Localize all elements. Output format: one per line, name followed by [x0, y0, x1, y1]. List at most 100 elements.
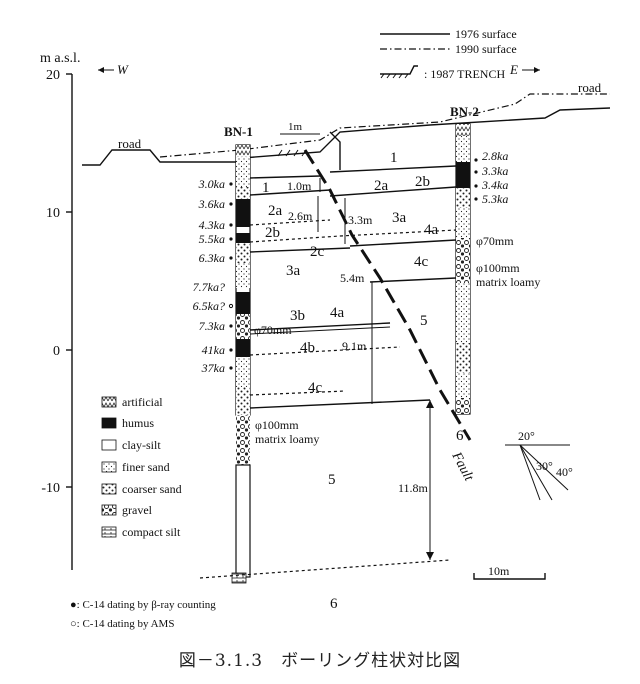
age-label: 5.3ka: [482, 192, 508, 206]
scale-bar: 10m: [473, 564, 546, 580]
note-phi100-left: φ100mm: [255, 418, 299, 432]
unit-4b: 4b: [300, 340, 315, 356]
dating-note-ams: ○: C-14 dating by AMS: [70, 618, 174, 630]
east-label: E: [509, 62, 518, 77]
fault-label: Fault: [448, 449, 476, 485]
borehole-correlation-diagram: m a.s.l. 20 10 0 -10 W E 1976 surface 19…: [40, 27, 611, 630]
dip-40: 40°: [556, 465, 573, 479]
legend-swatch: [101, 396, 117, 408]
legend-swatch: [101, 461, 117, 473]
unit-5-right: 5: [420, 313, 428, 329]
age-label: 3.6ka: [198, 197, 225, 211]
age-label: 4.3ka: [199, 218, 225, 232]
unit-3b: 3b: [290, 308, 305, 324]
dip-30: 30°: [536, 459, 553, 473]
dating-notes: ●: C-14 dating by β-ray counting ○: C-14…: [70, 599, 216, 630]
measure-5-4m: 5.4m: [340, 271, 365, 285]
note-phi70-right: φ70mm: [476, 234, 514, 248]
legend-label: compact silt: [122, 525, 181, 539]
legend-swatch: [101, 526, 117, 538]
axis-tick-10: 10: [46, 206, 60, 221]
unit-2a-right: 2a: [374, 178, 389, 194]
legend-swatch: [101, 439, 117, 451]
unit-1-left: 1: [262, 180, 270, 196]
unit-4a-right: 4a: [424, 222, 439, 238]
axis-tick-0: 0: [53, 344, 60, 359]
direction-east: E: [509, 62, 540, 77]
unit-4c-right: 4c: [414, 254, 429, 270]
legend-swatch: [101, 417, 117, 429]
unit-2b-left: 2b: [265, 225, 280, 241]
unit-2b-right: 2b: [415, 174, 430, 190]
unit-2a-left: 2a: [268, 203, 283, 219]
ages-left: 3.0ka 3.6ka 4.3ka 5.5ka 6.3ka 7.7ka? 6.5…: [193, 177, 234, 375]
unit-4c-left: 4c: [308, 380, 323, 396]
borehole-label-bn2: BN-2: [450, 104, 479, 119]
elevation-axis: m a.s.l. 20 10 0 -10: [40, 51, 80, 570]
west-label: W: [117, 62, 129, 77]
age-label: 41ka: [202, 343, 225, 357]
gravel-notes: φ70mm φ100mm matrix loamy φ70mm φ100mm m…: [254, 234, 540, 446]
scale-label: 10m: [488, 564, 510, 578]
note-phi70-left: φ70mm: [254, 323, 292, 337]
unit-4a-left: 4a: [330, 305, 345, 321]
borehole-bn2: BN-2: [450, 104, 479, 415]
age-label: 3.4ka: [481, 178, 508, 192]
legend-1976: 1976 surface: [455, 27, 517, 41]
dating-note-beta: ●: C-14 dating by β-ray counting: [70, 599, 216, 611]
measure-9-1m: 9.1m: [342, 339, 367, 353]
measure-3-3m: 3.3m: [348, 213, 373, 227]
age-label: 6.3ka: [199, 251, 225, 265]
axis-tick-20: 20: [46, 68, 60, 83]
legend-label: humus: [122, 416, 154, 430]
borehole-bn1: BN-1: [224, 124, 253, 584]
direction-west: W: [98, 62, 129, 77]
surface-legend: 1976 surface 1990 surface : 1987 TRENCH: [380, 27, 517, 81]
lithology-legend: artificial humus clay-silt finer sand co…: [101, 395, 182, 539]
measure-11-8m: 11.8m: [398, 481, 429, 495]
legend-trench: : 1987 TRENCH: [424, 67, 505, 81]
legend-swatch: [101, 483, 117, 495]
unit-6-right: 6: [456, 428, 464, 444]
ground-surface: road road 1m: [82, 80, 611, 170]
measure-2-6m: 2.6m: [288, 209, 313, 223]
age-label: 3.0ka: [198, 177, 225, 191]
unit-3a-left: 3a: [286, 263, 301, 279]
stratigraphic-boundaries: [199, 165, 457, 579]
age-label: 37ka: [201, 361, 225, 375]
legend-label: artificial: [122, 395, 163, 409]
unit-6-bottom: 6: [330, 596, 338, 612]
note-matrix-left: matrix loamy: [255, 432, 319, 446]
measure-1m: 1m: [288, 121, 303, 133]
axis-tick-minus10: -10: [41, 481, 60, 496]
measure-1-0m: 1.0m: [287, 179, 312, 193]
measurements: 1.0m 2.6m 3.3m 5.4m 9.1m 11.8m: [287, 178, 434, 560]
note-phi100-right: φ100mm: [476, 261, 520, 275]
unit-1-top: 1: [390, 150, 398, 166]
road-label-left: road: [118, 136, 142, 151]
age-label: 7.7ka?: [193, 280, 225, 294]
figure-caption: 図－3.1.3 ボーリング柱状対比図: [178, 651, 462, 671]
age-label: 5.5ka: [199, 232, 225, 246]
road-label-right: road: [578, 80, 602, 95]
legend-label: coarser sand: [122, 482, 182, 496]
age-label: 3.3ka: [481, 164, 508, 178]
age-label: 6.5ka?: [193, 299, 225, 313]
legend-swatch: [101, 504, 117, 516]
dip-20: 20°: [518, 429, 535, 443]
unit-labels: 1 1 2a 2a 2b 2b 2c 3a 3a 3b 4a 4a 4b 4c …: [262, 150, 464, 612]
unit-2c: 2c: [310, 244, 325, 260]
age-label: 2.8ka: [482, 149, 508, 163]
unit-5-bottom: 5: [328, 472, 336, 488]
legend-label: finer sand: [122, 460, 170, 474]
note-matrix-right: matrix loamy: [476, 275, 540, 289]
age-label: 7.3ka: [199, 319, 225, 333]
legend-label: clay-silt: [122, 438, 161, 452]
legend-1990: 1990 surface: [455, 42, 517, 56]
legend-label: gravel: [122, 503, 153, 517]
dip-angle-fan: 20° 30° 40°: [505, 429, 573, 501]
borehole-label-bn1: BN-1: [224, 124, 253, 139]
ages-right: 2.8ka 3.3ka 3.4ka 5.3ka: [474, 149, 508, 206]
axis-unit-label: m a.s.l.: [40, 51, 80, 66]
unit-3a-right: 3a: [392, 210, 407, 226]
